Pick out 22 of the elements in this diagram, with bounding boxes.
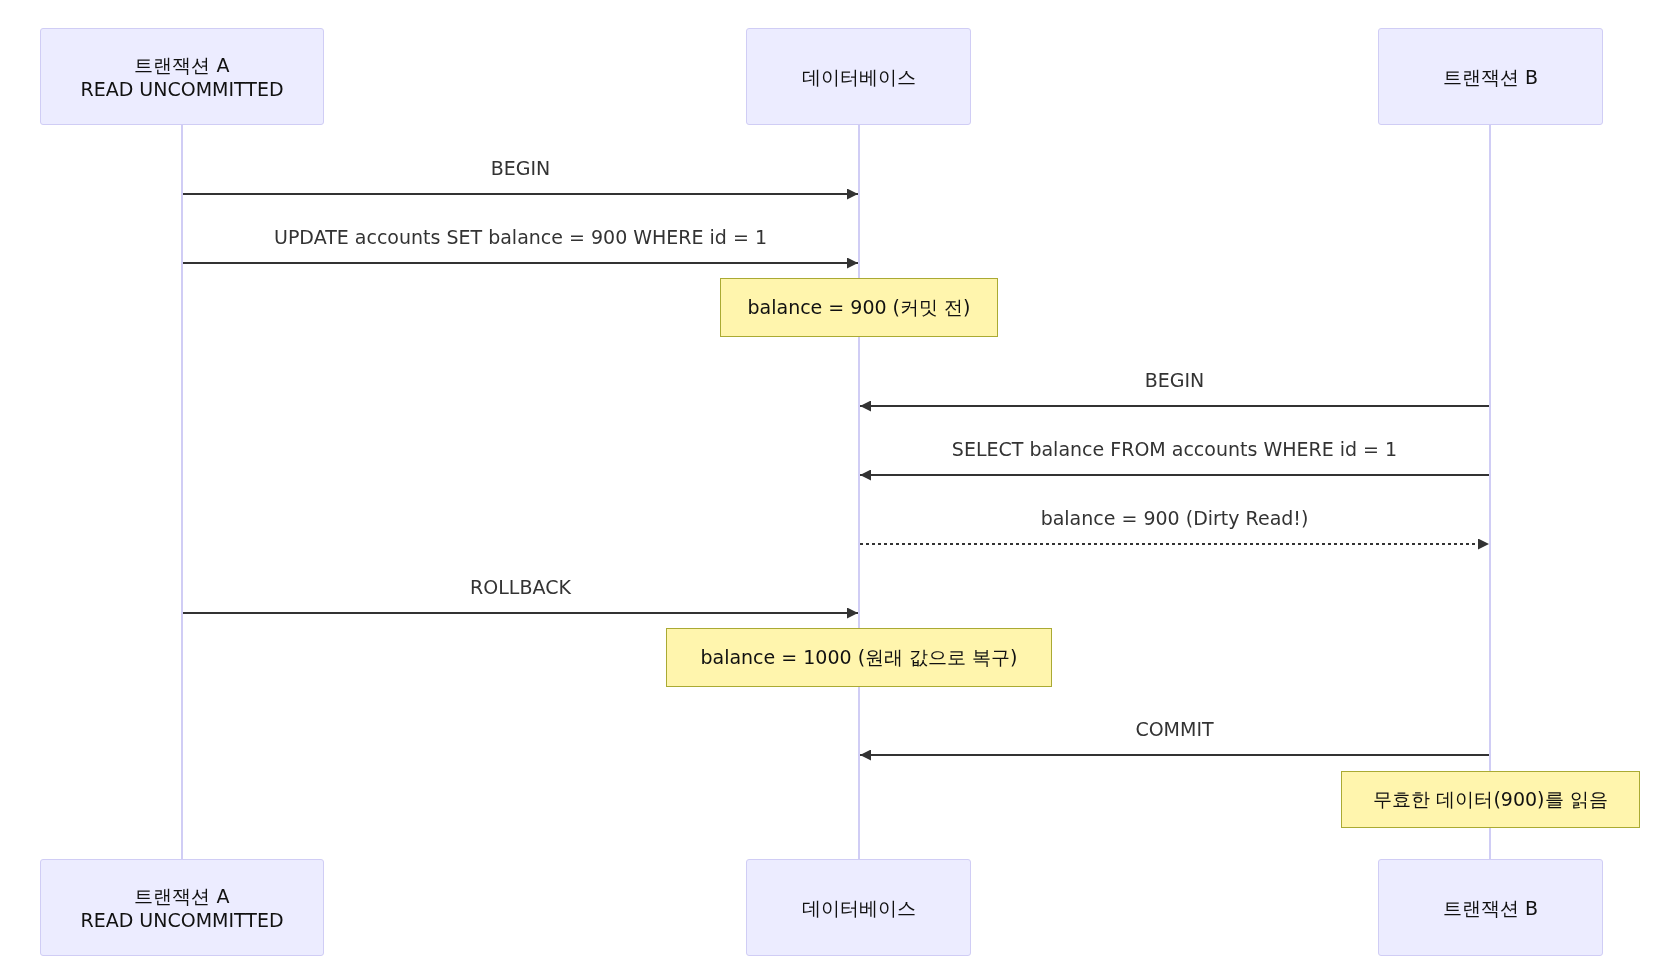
note-box: balance = 900 (커밋 전) [720, 278, 998, 337]
arrow [182, 188, 859, 200]
arrow [859, 749, 1490, 761]
arrow [182, 607, 859, 619]
lifeline [858, 687, 860, 859]
note-box: balance = 1000 (원래 값으로 복구) [666, 628, 1052, 687]
note-box: 무효한 데이터(900)를 읽음 [1341, 771, 1640, 828]
arrow [859, 400, 1490, 412]
lifeline [858, 337, 860, 628]
participant-box: 트랜잭션 A READ UNCOMMITTED [40, 28, 324, 125]
lifeline [1489, 828, 1491, 859]
arrow [859, 469, 1490, 481]
arrow [182, 257, 859, 269]
lifeline [1489, 125, 1491, 771]
participant-box: 트랜잭션 B [1378, 28, 1603, 125]
participant-box: 트랜잭션 A READ UNCOMMITTED [40, 859, 324, 956]
lifeline [181, 125, 183, 859]
participant-box: 트랜잭션 B [1378, 859, 1603, 956]
participant-box: 데이터베이스 [746, 28, 971, 125]
dashed-arrow [859, 538, 1490, 550]
participant-box: 데이터베이스 [746, 859, 971, 956]
lifeline [858, 125, 860, 278]
